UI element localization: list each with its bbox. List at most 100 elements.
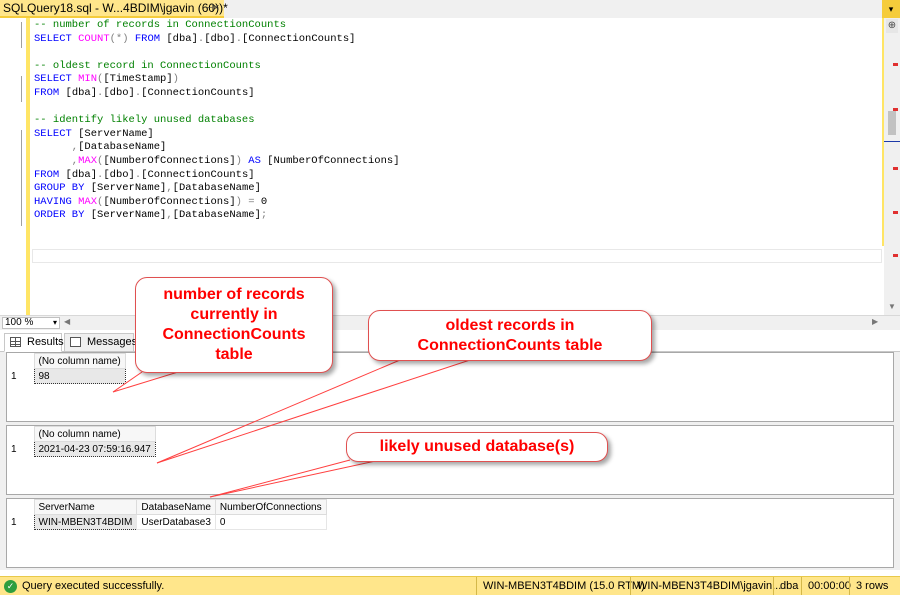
code-token: [dba] xyxy=(65,86,98,99)
code-line[interactable]: SELECT COUNT(*) FROM [dba].[dbo].[Connec… xyxy=(34,33,400,47)
code-token: MAX xyxy=(78,154,98,167)
code-line[interactable]: HAVING MAX([NumberOfConnections]) = 0 xyxy=(34,196,400,210)
code-line[interactable]: -- oldest record in ConnectionCounts xyxy=(34,60,400,74)
scroll-down-icon[interactable]: ▼ xyxy=(888,302,896,311)
code-token: [ConnectionCounts] xyxy=(242,32,356,45)
column-header[interactable]: ServerName xyxy=(33,499,138,515)
callout-line: currently in xyxy=(190,306,278,323)
query-editor[interactable]: -- number of records in ConnectionCounts… xyxy=(0,18,900,315)
code-line[interactable]: SELECT MIN([TimeStamp]) xyxy=(34,73,400,87)
scroll-change-marker xyxy=(893,211,898,214)
change-tracking-margin xyxy=(882,18,884,246)
tab-overflow-dropdown-icon[interactable]: ▾ xyxy=(882,0,900,18)
code-line[interactable]: FROM [dba].[dbo].[ConnectionCounts] xyxy=(34,169,400,183)
table-row[interactable]: 1 98 xyxy=(7,368,126,384)
code-line[interactable]: FROM [dba].[dbo].[ConnectionCounts] xyxy=(34,87,400,101)
grid-cell[interactable]: UserDatabase3 xyxy=(136,514,216,530)
code-token: . xyxy=(235,32,243,45)
zoom-value: 100 % xyxy=(5,317,34,328)
code-token: ) xyxy=(235,154,249,167)
editor-vertical-scrollbar[interactable]: ⊕ ▼ xyxy=(884,18,900,315)
grid-cell[interactable]: WIN-MBEN3T4BDIM xyxy=(33,514,138,530)
success-check-icon: ✓ xyxy=(4,580,17,593)
grid-cell[interactable]: 0 xyxy=(214,514,327,530)
code-line[interactable]: ,MAX([NumberOfConnections]) AS [NumberOf… xyxy=(34,155,400,169)
code-line[interactable]: ORDER BY [ServerName],[DatabaseName]; xyxy=(34,209,400,223)
outline-guide xyxy=(21,130,22,226)
document-tab-strip: SQLQuery18.sql - W...4BDIM\jgavin (60))*… xyxy=(0,0,900,18)
code-line[interactable] xyxy=(34,101,400,115)
row-number[interactable]: 1 xyxy=(7,514,34,530)
code-token: . xyxy=(97,86,104,99)
code-token: FROM xyxy=(34,168,66,181)
code-line[interactable]: GROUP BY [ServerName],[DatabaseName] xyxy=(34,182,400,196)
tab-messages[interactable]: Messages xyxy=(64,333,138,352)
scroll-caret-marker xyxy=(884,141,900,142)
code-line[interactable]: -- identify likely unused databases xyxy=(34,114,400,128)
zoom-select[interactable]: 100 % ▾ xyxy=(2,317,60,329)
code-token: ) = xyxy=(235,195,261,208)
result-grid-3[interactable]: ServerName DatabaseName NumberOfConnecti… xyxy=(6,498,894,568)
pin-icon[interactable]: ⊣ xyxy=(205,3,214,14)
document-tab-title: SQLQuery18.sql - W...4BDIM\jgavin (60))* xyxy=(3,1,228,15)
code-token: . xyxy=(134,168,142,181)
code-token: . xyxy=(134,86,142,99)
code-token: , xyxy=(34,154,79,167)
grid-cell[interactable]: 98 xyxy=(33,368,126,384)
scrollbar-thumb[interactable] xyxy=(888,111,896,135)
close-tab-icon[interactable]: × xyxy=(213,2,220,14)
code-token: MIN xyxy=(78,73,98,86)
code-token: MAX xyxy=(78,195,98,208)
scroll-change-marker xyxy=(893,63,898,66)
code-token: [DatabaseName] xyxy=(172,209,261,222)
code-text[interactable]: -- number of records in ConnectionCounts… xyxy=(34,19,400,223)
zoom-dropdown-icon[interactable]: ▾ xyxy=(52,318,57,327)
grid-corner[interactable] xyxy=(7,499,34,515)
code-line[interactable] xyxy=(34,46,400,60)
code-token: [dbo] xyxy=(204,32,236,45)
row-number[interactable]: 1 xyxy=(7,368,34,384)
column-header[interactable]: (No column name) xyxy=(33,426,156,442)
callout-line: oldest records in xyxy=(445,317,575,334)
grid-corner[interactable] xyxy=(7,353,34,369)
code-token: . xyxy=(97,168,104,181)
scroll-right-icon[interactable]: ▶ xyxy=(872,317,879,326)
row-number[interactable]: 1 xyxy=(7,441,34,457)
status-user: WIN-MBEN3T4BDIM\jgavin... xyxy=(630,577,781,595)
code-token: , xyxy=(34,141,79,154)
tab-messages-label: Messages xyxy=(87,336,138,348)
code-token: FROM xyxy=(34,86,66,99)
document-tab[interactable]: SQLQuery18.sql - W...4BDIM\jgavin (60))*… xyxy=(0,0,228,18)
status-message: Query executed successfully. xyxy=(22,580,165,592)
table-row[interactable]: 1 2021-04-23 07:59:16.947 xyxy=(7,441,156,457)
editor-gutter xyxy=(0,18,20,315)
column-header[interactable]: (No column name) xyxy=(33,353,126,369)
code-line[interactable]: ,[DatabaseName] xyxy=(34,141,400,155)
code-token: [NumberOfConnections] xyxy=(267,154,400,167)
grid-corner[interactable] xyxy=(7,426,34,442)
code-line[interactable]: SELECT [ServerName] xyxy=(34,128,400,142)
tab-results[interactable]: Results xyxy=(4,333,64,352)
outline-guide xyxy=(21,22,22,48)
grid-cell[interactable]: 2021-04-23 07:59:16.947 xyxy=(33,441,156,457)
code-token: , xyxy=(166,209,173,222)
table-row[interactable]: 1 WIN-MBEN3T4BDIM UserDatabase3 0 xyxy=(7,514,327,530)
column-header[interactable]: DatabaseName xyxy=(136,499,216,515)
callout-line: ConnectionCounts table xyxy=(417,337,603,354)
split-editor-icon[interactable]: ⊕ xyxy=(886,19,898,33)
results-grid-icon xyxy=(10,337,21,347)
code-token: SELECT xyxy=(34,73,79,86)
scroll-left-icon[interactable]: ◀ xyxy=(64,317,71,326)
code-token: -- identify likely unused databases xyxy=(34,114,255,127)
code-token: AS xyxy=(248,154,268,167)
current-line-highlight xyxy=(32,249,882,263)
code-token: ( xyxy=(97,154,104,167)
column-header[interactable]: NumberOfConnections xyxy=(214,499,327,515)
code-token: [ServerName] xyxy=(90,209,167,222)
status-bar: ✓ Query executed successfully. WIN-MBEN3… xyxy=(0,576,900,595)
scroll-change-marker xyxy=(893,167,898,170)
tab-results-label: Results xyxy=(27,336,64,348)
messages-icon xyxy=(70,337,81,347)
code-line[interactable]: -- number of records in ConnectionCounts xyxy=(34,19,400,33)
code-token: -- oldest record in ConnectionCounts xyxy=(34,59,261,72)
